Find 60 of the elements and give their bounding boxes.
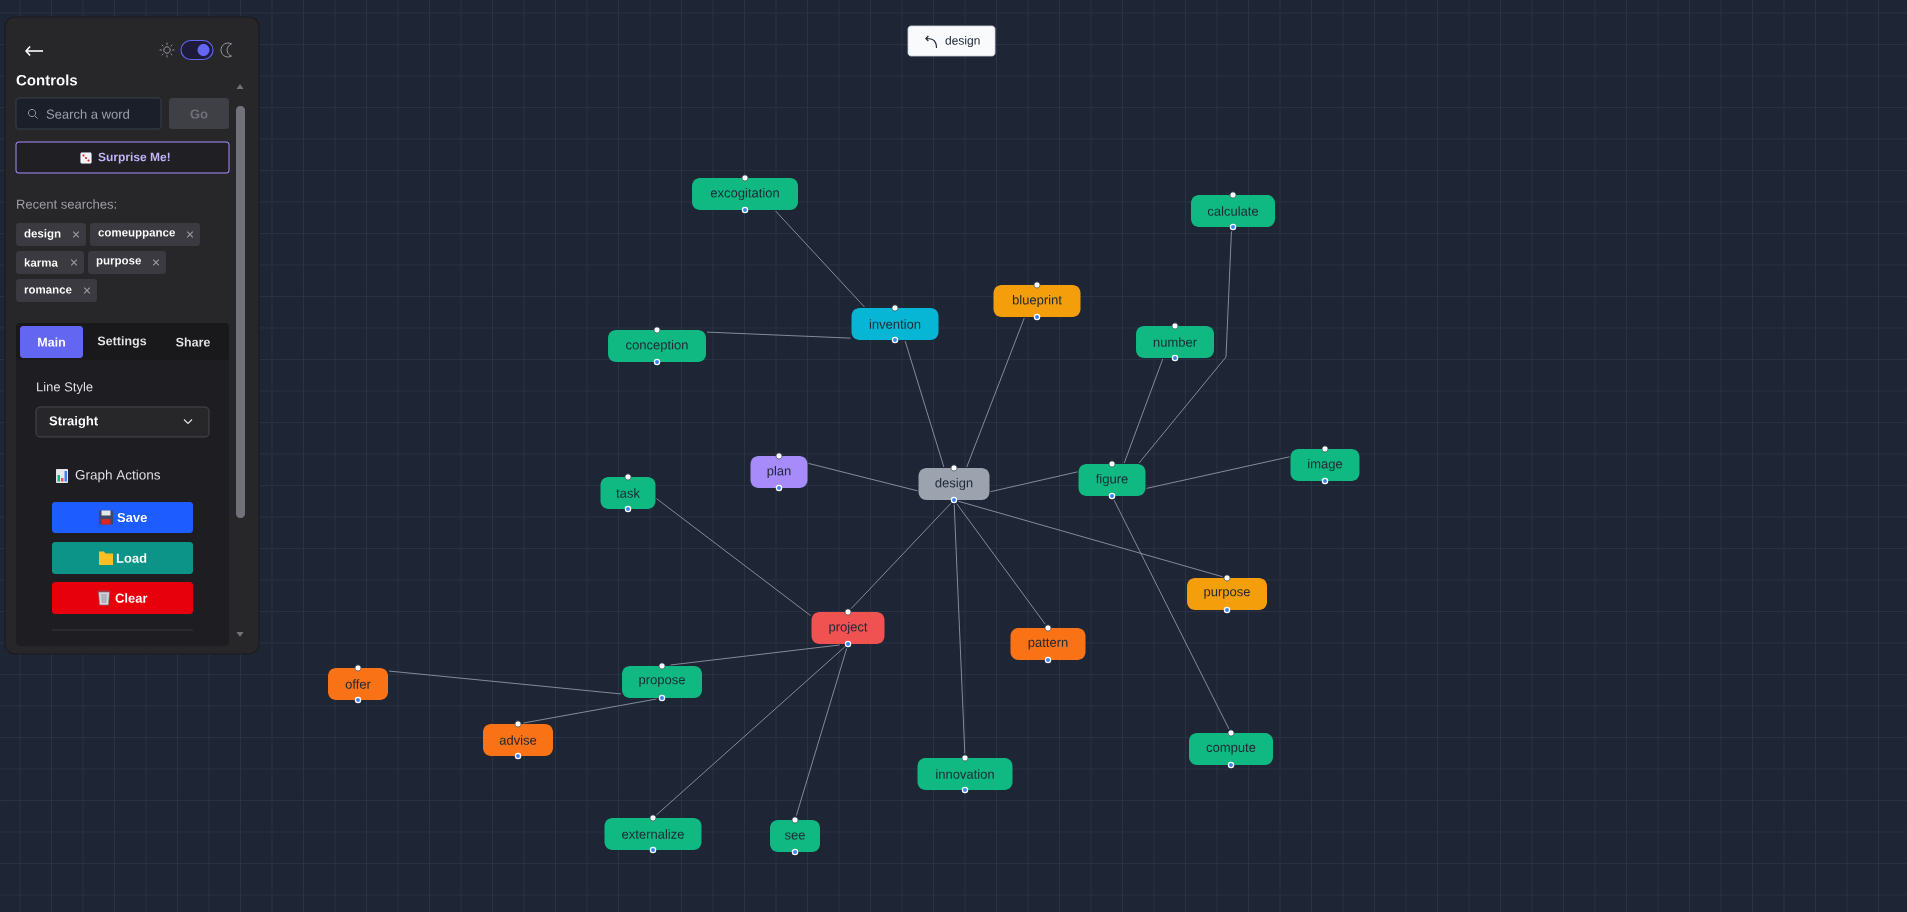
word-node: propose (622, 666, 702, 698)
word-node: externalize (604, 818, 702, 850)
word-node: calculate (1191, 195, 1275, 227)
connector-line (656, 646, 846, 816)
connector-line (706, 331, 851, 339)
connector-line (388, 670, 622, 695)
connector-line (990, 471, 1078, 493)
load-button: Load (52, 542, 193, 574)
tag-chip: romance (16, 279, 97, 302)
word-node: design (918, 468, 990, 500)
connector-line (808, 462, 918, 492)
word-node: advise (483, 724, 553, 756)
connector-line (1123, 358, 1164, 464)
word-node: compute (1189, 733, 1273, 765)
word-node: offer (328, 668, 388, 700)
breadcrumb-button: design (907, 25, 996, 57)
word-node: task (600, 477, 656, 509)
connector-line (957, 500, 1224, 578)
connector-line (795, 647, 848, 817)
word-node: invention (851, 308, 939, 340)
panel-heading: Controls (16, 74, 78, 86)
word-node: see (770, 820, 820, 852)
tab: Main (20, 326, 83, 358)
connector-line (1138, 230, 1232, 464)
dropdown: Straight (35, 406, 210, 438)
word-node: number (1136, 326, 1214, 358)
save-button: Save (52, 502, 193, 533)
tab-label: Share (176, 337, 210, 347)
connector-line (670, 644, 840, 666)
word-node: image (1290, 449, 1360, 481)
connector-line (904, 340, 945, 468)
tag-chip: design (16, 223, 86, 246)
connector-line (953, 504, 966, 754)
word-node: conception (608, 330, 706, 362)
word-node: pattern (1010, 628, 1086, 660)
surprise-button: Surprise Me! (15, 141, 230, 174)
word-node: project (811, 612, 885, 644)
word-node: purpose (1187, 578, 1267, 610)
connector-line (966, 317, 1025, 468)
connector-line (1113, 499, 1230, 730)
tab-label: Settings (97, 336, 147, 348)
field-label: Line Style (37, 381, 93, 395)
connector-line (656, 498, 811, 616)
tag-chip: comeuppance (90, 223, 200, 246)
connector-line (775, 210, 865, 308)
tag-chip: karma (16, 251, 84, 274)
word-node: innovation (917, 758, 1013, 790)
connector-line (1146, 456, 1290, 489)
word-node: figure (1078, 464, 1146, 496)
word-node: blueprint (993, 285, 1081, 317)
tag-chip: purpose (88, 251, 166, 274)
connector-line (523, 698, 657, 724)
word-node: excogitation (692, 178, 798, 210)
connector-line (850, 502, 952, 610)
section-heading: Graph Actions (75, 469, 161, 483)
connector-line (956, 503, 1046, 625)
word-node: plan (750, 456, 808, 488)
section-label: Recent searches: (17, 199, 116, 209)
search-field: Search a word (15, 97, 162, 130)
clear-button: Clear (52, 582, 193, 614)
